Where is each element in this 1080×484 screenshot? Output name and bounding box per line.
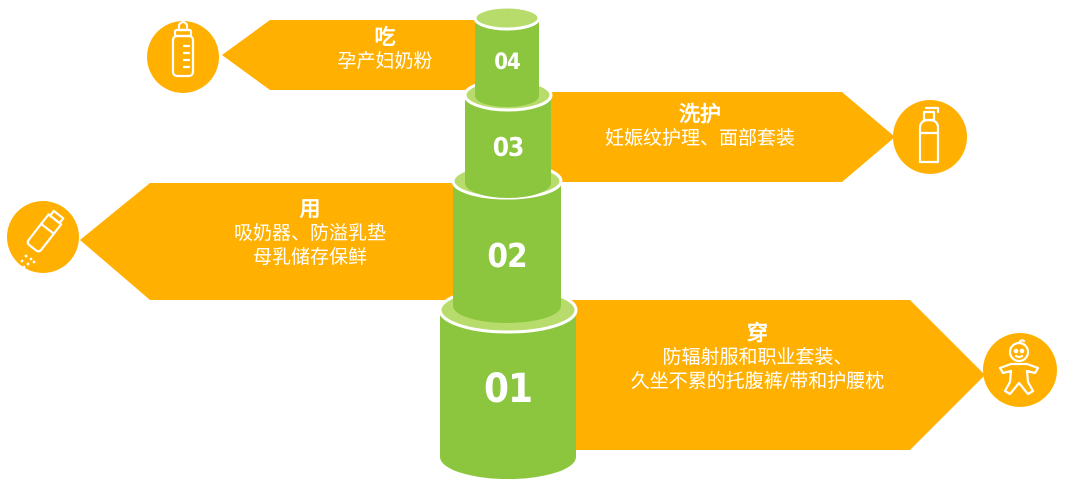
label-01-line-2: 久坐不累的托腹裤/带和护腰枕 — [630, 370, 885, 392]
label-01-line-1: 防辐射服和职业套装、 — [662, 346, 853, 369]
label-04-title: 吃 — [374, 25, 396, 49]
baby-icon — [983, 333, 1057, 407]
label-02-line-1: 吸奶器、防溢乳垫 — [233, 222, 386, 245]
number-04: 04 — [494, 50, 521, 75]
label-02: 用 吸奶器、防溢乳垫 母乳储存保鲜 — [195, 196, 425, 270]
label-01-title: 穿 — [747, 321, 768, 345]
breast-pump-icon — [7, 201, 79, 273]
number-03: 03 — [492, 133, 525, 163]
milk-bottle-icon — [147, 20, 219, 93]
label-03-line-1: 妊娠纹护理、面部套装 — [604, 127, 795, 150]
label-04-line-1: 孕产妇奶粉 — [337, 50, 433, 73]
number-01: 01 — [483, 366, 533, 412]
label-02-title: 用 — [299, 197, 321, 221]
label-03-title: 洗护 — [679, 102, 721, 126]
label-02-line-2: 母乳储存保鲜 — [252, 246, 367, 268]
label-01: 穿 防辐射服和职业套装、 久坐不累的托腹裤/带和护腰枕 — [580, 320, 935, 394]
arrow-banner-03 — [530, 92, 895, 182]
number-02: 02 — [487, 236, 527, 275]
cylinder-04 — [473, 5, 541, 107]
arrow-banner-01 — [545, 300, 985, 450]
arrow-banner-04 — [222, 20, 505, 90]
lotion-bottle-icon — [893, 100, 967, 174]
arrow-banner-02 — [80, 183, 490, 300]
label-03: 洗护 妊娠纹护理、面部套装 — [565, 101, 835, 151]
label-04: 吃 孕产妇奶粉 — [300, 24, 470, 74]
